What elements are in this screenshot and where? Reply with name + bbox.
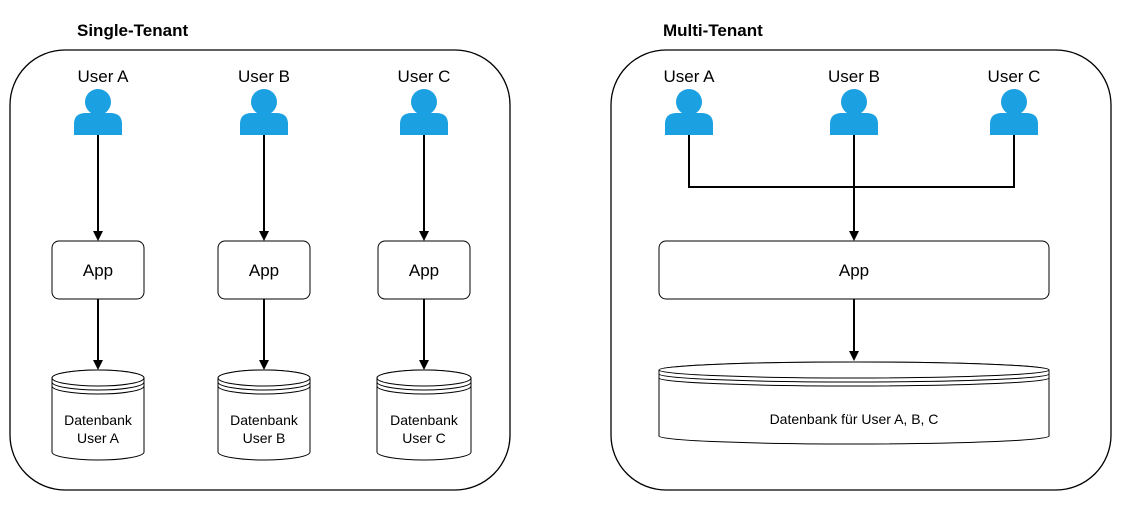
arrowhead bbox=[849, 351, 859, 361]
database-cylinder bbox=[217, 369, 311, 461]
single-tenant-column-c: User C App Datenbank User C bbox=[376, 67, 472, 461]
single-tenant-column-b: User B App Datenbank User B bbox=[217, 67, 311, 461]
app-label: App bbox=[249, 261, 279, 280]
arrowhead bbox=[419, 360, 429, 370]
database-label-line2: User C bbox=[402, 430, 446, 446]
database-label-line1: Datenbank bbox=[230, 412, 299, 428]
user-label: User B bbox=[828, 67, 880, 86]
arrowhead bbox=[93, 231, 103, 241]
user-label: User A bbox=[77, 67, 129, 86]
arrowhead bbox=[259, 231, 269, 241]
user-label: User A bbox=[663, 67, 715, 86]
user-icon bbox=[830, 89, 878, 135]
single-tenant-column-a: User A App Datenbank User A bbox=[51, 67, 145, 461]
user-label: User C bbox=[398, 67, 451, 86]
database-label-line2: User B bbox=[243, 430, 286, 446]
multi-tenant-user-a: User A bbox=[663, 67, 715, 135]
app-label: App bbox=[839, 261, 869, 280]
user-icon bbox=[665, 89, 713, 135]
user-icon bbox=[74, 89, 122, 135]
arrowhead bbox=[259, 360, 269, 370]
database-label: Datenbank für User A, B, C bbox=[770, 411, 939, 427]
database-cylinder bbox=[376, 369, 472, 461]
multi-tenant-user-b: User B bbox=[828, 67, 880, 135]
single-tenant-panel: Single-Tenant User A App Datenbank User … bbox=[9, 21, 511, 491]
shared-database-cylinder bbox=[658, 361, 1050, 445]
database-cylinder bbox=[51, 369, 145, 461]
database-label-line1: Datenbank bbox=[64, 412, 133, 428]
database-label-line2: User A bbox=[77, 430, 120, 446]
single-tenant-title: Single-Tenant bbox=[77, 21, 188, 40]
multi-tenant-title: Multi-Tenant bbox=[663, 21, 763, 40]
arrowhead bbox=[849, 231, 859, 241]
multi-tenant-user-c: User C bbox=[988, 67, 1041, 135]
app-label: App bbox=[409, 261, 439, 280]
multi-tenant-panel: Multi-Tenant User A User B User C bbox=[610, 21, 1112, 491]
user-icon bbox=[990, 89, 1038, 135]
arrowhead bbox=[419, 231, 429, 241]
app-label: App bbox=[83, 261, 113, 280]
user-merge-connector bbox=[688, 135, 1015, 188]
arrowhead bbox=[93, 360, 103, 370]
user-label: User B bbox=[238, 67, 290, 86]
user-label: User C bbox=[988, 67, 1041, 86]
user-icon bbox=[400, 89, 448, 135]
user-icon bbox=[240, 89, 288, 135]
database-label-line1: Datenbank bbox=[390, 412, 459, 428]
